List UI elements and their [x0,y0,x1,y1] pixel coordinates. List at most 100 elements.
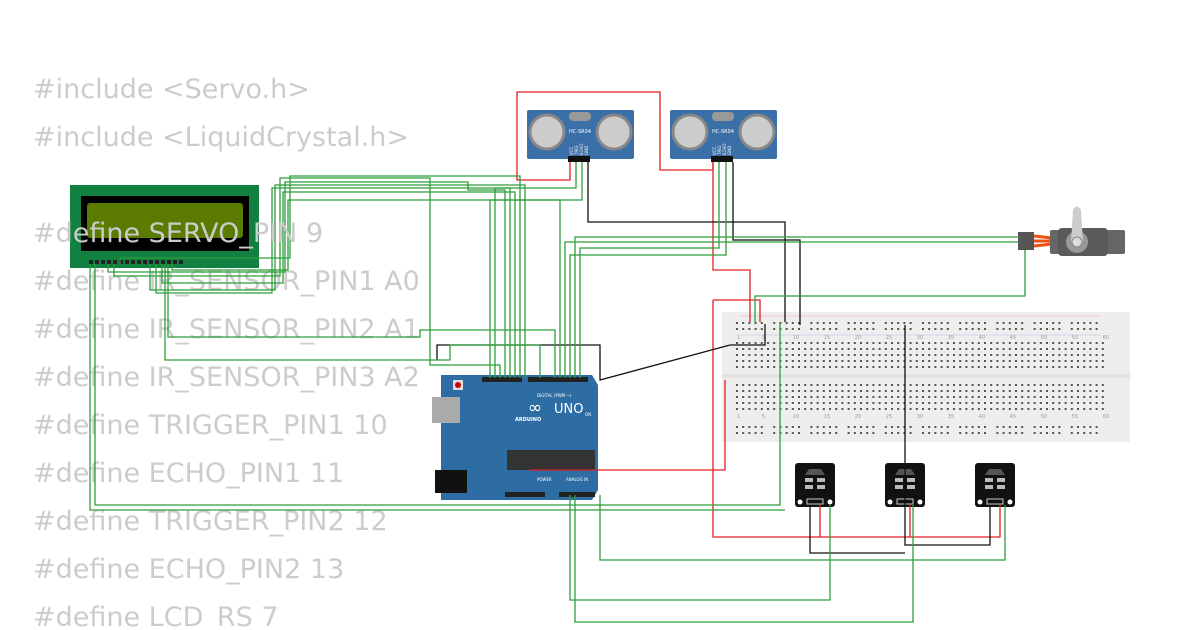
breadboard-hole [971,342,974,344]
breadboard-hole [1101,348,1104,350]
breadboard-hole [884,328,887,330]
breadboard-hole [934,328,937,330]
breadboard-hole [1008,384,1011,386]
breadboard-hole [773,342,776,344]
breadboard-hole [1083,342,1086,344]
lcd-display[interactable] [70,185,259,268]
breadboard-hole [754,408,757,410]
breadboard-hole [1058,348,1061,350]
servo-motor[interactable] [1018,206,1125,257]
code-line: #define ECHO_PIN2 13 [33,554,344,585]
breadboard-hole [1070,322,1073,324]
breadboard-hole [940,402,943,404]
breadboard-hole [1033,432,1036,434]
breadboard-hole [1046,402,1048,404]
breadboard-hole [748,366,751,368]
ultrasonic-sensor-1[interactable]: HC-SR04 VCC TRIG ECHO GND [527,110,634,162]
ultrasonic-sensor-2[interactable]: HC-SR04 VCC TRIG ECHO GND [670,110,777,162]
breadboard-hole [884,432,887,434]
breadboard-hole [742,408,745,410]
wire [155,187,511,378]
breadboard-hole [804,408,807,410]
breadboard-hole [1039,402,1042,404]
breadboard-hole [1083,348,1086,350]
breadboard-hole [977,360,980,362]
breadboard-hole [1021,366,1024,368]
breadboard-hole [785,360,788,362]
breadboard-hole [984,328,986,330]
breadboard-hole [915,348,918,350]
breadboard-column-label: 55 [1072,335,1078,341]
breadboard-hole [853,408,856,410]
breadboard-hole [946,328,949,330]
breadboard-hole [891,408,893,410]
breadboard-hole [891,426,893,428]
breadboard-hole [748,354,751,356]
breadboard-hole [791,354,794,356]
breadboard-hole [736,432,738,434]
breadboard-hole [1046,360,1048,362]
breadboard-hole [866,322,869,324]
breadboard-hole [810,390,813,392]
breadboard-hole [1083,390,1086,392]
breadboard-hole [959,360,962,362]
breadboard-hole [1101,360,1104,362]
breadboard-hole [860,360,862,362]
breadboard-hole [767,360,769,362]
breadboard-hole [829,390,831,392]
breadboard-hole [742,396,745,398]
lcd-pin [131,260,135,264]
breadboard-hole [1002,384,1005,386]
breadboard-hole [878,408,881,410]
ir-sensor-3[interactable] [975,463,1015,507]
breadboard-hole [822,390,825,392]
breadboard-hole [1002,408,1005,410]
breadboard-hole [742,360,745,362]
lcd-pin [173,260,177,264]
breadboard-hole [853,322,856,324]
ir-sensor-1[interactable] [795,463,835,507]
breadboard-hole [1039,396,1042,398]
pin-label-trig: TRIG [574,145,579,156]
breadboard-hole [965,360,968,362]
on-label: ON [585,412,591,417]
arduino-uno[interactable]: ∞ UNO ARDUINO DIGITAL (PWM ~) POWER ANAL… [432,375,598,500]
breadboard-hole [946,432,949,434]
breadboard-hole [760,384,763,386]
breadboard[interactable]: 1155101015152020252530303535404045455050… [722,312,1130,442]
breadboard-hole [1077,408,1079,410]
breadboard-hole [853,390,856,392]
breadboard-column-label: 35 [948,335,954,341]
breadboard-hole [891,328,893,330]
breadboard-hole [928,408,931,410]
breadboard-hole [773,396,776,398]
breadboard-hole [928,328,931,330]
breadboard-column-label: 55 [1072,414,1078,420]
breadboard-hole [965,342,968,344]
pin-label-gnd: GND [727,146,732,155]
code-line: #define TRIGGER_PIN2 12 [33,506,388,537]
breadboard-hole [1089,328,1092,330]
breadboard-hole [1089,366,1092,368]
breadboard-hole [1089,342,1092,344]
breadboard-hole [810,432,813,434]
breadboard-hole [872,396,875,398]
arduino-infinity-logo: ∞ [528,398,542,418]
breadboard-hole [928,360,931,362]
breadboard-hole [996,360,999,362]
breadboard-hole [946,354,949,356]
breadboard-hole [1002,426,1005,428]
breadboard-hole [909,322,912,324]
breadboard-hole [934,384,937,386]
breadboard-hole [891,432,893,434]
breadboard-hole [822,360,825,362]
breadboard-hole [946,366,949,368]
breadboard-hole [736,384,738,386]
breadboard-hole [1101,408,1104,410]
breadboard-hole [754,354,757,356]
breadboard-hole [1101,366,1104,368]
breadboard-hole [909,342,912,344]
breadboard-hole [847,360,850,362]
breadboard-hole [866,432,869,434]
lcd-pin [137,260,141,264]
